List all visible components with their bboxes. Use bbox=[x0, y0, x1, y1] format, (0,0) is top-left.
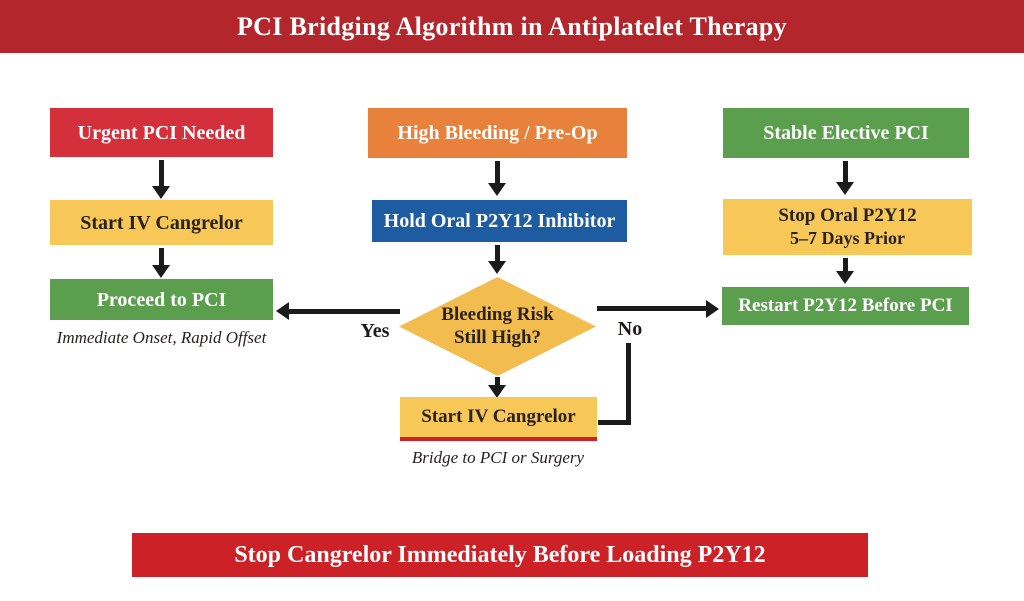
no-connector-vertical bbox=[626, 343, 631, 425]
arrow-down-stem bbox=[495, 377, 500, 386]
no-branch-label: No bbox=[617, 318, 643, 340]
header-banner: PCI Bridging Algorithm in Antiplatelet T… bbox=[0, 0, 1024, 53]
arrow-down-stem bbox=[159, 160, 164, 186]
no-arrow-stem bbox=[597, 306, 706, 311]
decision-line-2: Still High? bbox=[453, 326, 542, 348]
arrow-down-stem bbox=[495, 245, 500, 261]
arrow-down-icon bbox=[836, 271, 854, 284]
yes-arrowhead-icon bbox=[276, 302, 289, 320]
urgent-pci-box: Urgent PCI Needed bbox=[50, 108, 273, 157]
yes-arrow-stem bbox=[289, 309, 400, 314]
restart-p2y12-box: Restart P2Y12 Before PCI bbox=[722, 287, 969, 325]
stop-oral-p2y12-line2: 5–7 Days Prior bbox=[790, 227, 905, 248]
urgent-pci-label: Urgent PCI Needed bbox=[77, 121, 246, 144]
arrow-down-stem bbox=[843, 161, 848, 182]
page-title: PCI Bridging Algorithm in Antiplatelet T… bbox=[237, 11, 787, 41]
high-bleeding-preop-box: High Bleeding / Pre-Op bbox=[368, 108, 627, 158]
arrow-down-stem bbox=[159, 248, 164, 265]
arrow-down-icon bbox=[152, 265, 170, 278]
stop-oral-p2y12-line1: Stop Oral P2Y12 bbox=[778, 204, 917, 226]
arrow-down-icon bbox=[836, 182, 854, 195]
arrow-down-stem bbox=[843, 258, 848, 271]
stop-oral-p2y12-box: Stop Oral P2Y12 5–7 Days Prior bbox=[723, 199, 972, 255]
no-arrowhead-icon bbox=[706, 300, 719, 318]
footer-banner: Stop Cangrelor Immediately Before Loadin… bbox=[132, 533, 868, 577]
arrow-down-icon bbox=[152, 186, 170, 199]
proceed-to-pci-box: Proceed to PCI bbox=[50, 279, 273, 320]
high-bleeding-preop-label: High Bleeding / Pre-Op bbox=[397, 122, 598, 144]
no-connector-horizontal bbox=[598, 420, 631, 425]
stable-elective-pci-label: Stable Elective PCI bbox=[763, 122, 929, 144]
hold-oral-p2y12-box: Hold Oral P2Y12 Inhibitor bbox=[372, 200, 627, 242]
start-iv-cangrelor-label: Start IV Cangrelor bbox=[80, 211, 243, 234]
bridge-cangrelor-label: Start IV Cangrelor bbox=[421, 405, 576, 427]
hold-oral-p2y12-label: Hold Oral P2Y12 Inhibitor bbox=[383, 210, 616, 232]
restart-p2y12-label: Restart P2Y12 Before PCI bbox=[738, 294, 953, 316]
bridge-note: Bridge to PCI or Surgery bbox=[411, 448, 585, 467]
arrow-down-stem bbox=[495, 161, 500, 183]
decision-line-1: Bleeding Risk bbox=[441, 303, 554, 325]
proceed-to-pci-label: Proceed to PCI bbox=[96, 288, 227, 311]
arrow-down-icon bbox=[488, 385, 506, 398]
arrow-down-icon bbox=[488, 183, 506, 196]
bridge-cangrelor-box: Start IV Cangrelor bbox=[400, 397, 597, 441]
stable-elective-pci-box: Stable Elective PCI bbox=[723, 108, 969, 158]
arrow-down-icon bbox=[488, 261, 506, 274]
footer-text: Stop Cangrelor Immediately Before Loadin… bbox=[234, 541, 766, 568]
bleeding-risk-decision-diamond: Bleeding Risk Still High? bbox=[399, 277, 596, 376]
onset-offset-note: Immediate Onset, Rapid Offset bbox=[56, 328, 267, 347]
yes-branch-label: Yes bbox=[360, 320, 390, 342]
start-iv-cangrelor-box: Start IV Cangrelor bbox=[50, 200, 273, 245]
